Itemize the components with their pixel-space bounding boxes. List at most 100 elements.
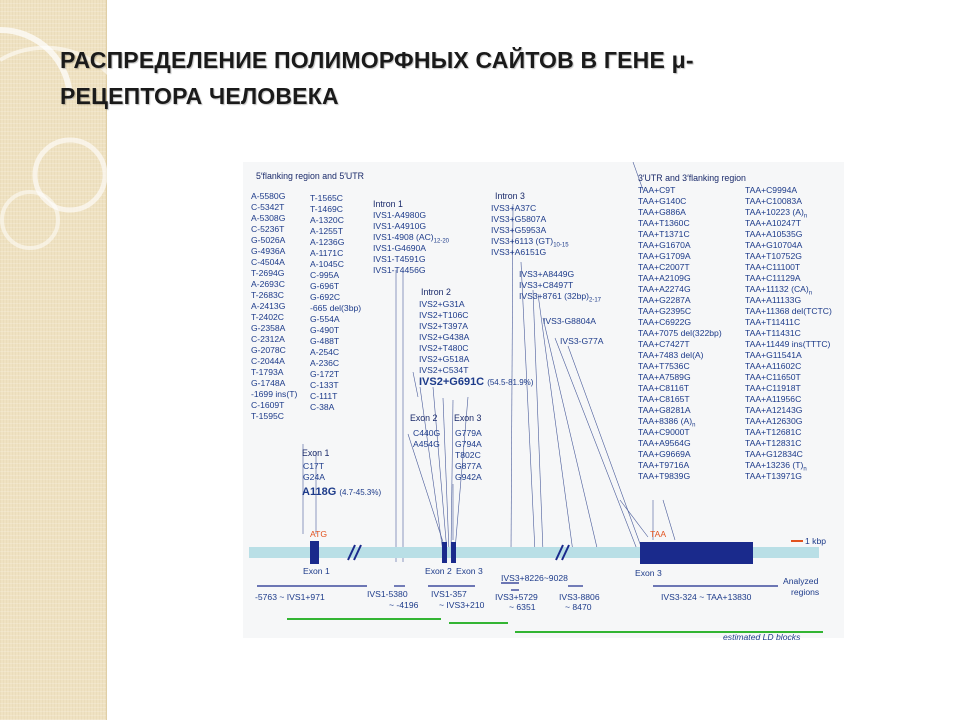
exon1-label: Exon 1 bbox=[302, 448, 330, 458]
snp-item: IVS2+G438A bbox=[419, 332, 470, 342]
snp-item: TAA+13236 (T)n bbox=[745, 460, 807, 473]
snp-item: TAA+8386 (A)n bbox=[638, 416, 696, 429]
snp-item: IVS3+G5807A bbox=[491, 214, 547, 224]
snp-item: G877A bbox=[455, 461, 482, 471]
snp-item: TAA+G11541A bbox=[745, 350, 802, 360]
snp-item: A454G bbox=[413, 439, 440, 449]
snp-item: TAA+A12630G bbox=[745, 416, 803, 426]
snp-item: TAA+T11431C bbox=[745, 328, 801, 338]
snp-item: TAA+G2395C bbox=[638, 306, 692, 316]
snp-item: C-38A bbox=[310, 402, 335, 412]
snp-item: A-2413G bbox=[251, 301, 286, 311]
snp-item: G794A bbox=[455, 439, 482, 449]
snp-item: A-5580G bbox=[251, 191, 286, 201]
snp-item: TAA+T7536C bbox=[638, 361, 690, 371]
snp-item: G-4936A bbox=[251, 246, 286, 256]
exon-2-block bbox=[442, 542, 447, 563]
snp-item: TAA+T13971G bbox=[745, 471, 802, 481]
region-label-6a: IVS3-8806 bbox=[559, 592, 600, 602]
snp-item: G-554A bbox=[310, 314, 340, 324]
snp-item: A-2693C bbox=[251, 279, 285, 289]
snp-item: T-1469C bbox=[310, 204, 343, 214]
exon1-major-label: A118G bbox=[302, 486, 337, 498]
snp-item: TAA+C9000T bbox=[638, 427, 690, 437]
snp-item: TAA+A10535G bbox=[745, 229, 803, 239]
snp-item: T-2683C bbox=[251, 290, 284, 300]
snp-item: IVS1-T4591G bbox=[373, 254, 426, 264]
snp-item: T-1595C bbox=[251, 411, 284, 421]
snp-item: G-692C bbox=[310, 292, 341, 302]
snp-item-subscript: 2-17 bbox=[589, 297, 602, 304]
snp-item: C-2044A bbox=[251, 356, 285, 366]
snp-item: IVS2+G518A bbox=[419, 354, 470, 364]
snp-item: G-490T bbox=[310, 325, 340, 335]
snp-item: TAA+G1709A bbox=[638, 251, 691, 261]
snp-item: TAA+C8165T bbox=[638, 394, 690, 404]
snp-item: TAA+A10247T bbox=[745, 218, 801, 228]
snp-item: TAA+T1371C bbox=[638, 229, 690, 239]
title-line-1: РАСПРЕДЕЛЕНИЕ ПОЛИМОРФНЫХ САЙТОВ В ГЕНЕ … bbox=[60, 47, 694, 73]
gene-diagram-graphics bbox=[249, 162, 823, 633]
analyzed-label-1: Analyzed bbox=[783, 576, 819, 586]
snp-item: TAA+G2287A bbox=[638, 295, 691, 305]
snp-item: -1699 ins(T) bbox=[251, 389, 298, 399]
exon1-major-snp: A118G (4.7-45.3%) bbox=[302, 486, 381, 498]
snp-item: IVS3+8761 (32bp)2-17 bbox=[519, 291, 602, 304]
intron1-label: Intron 1 bbox=[373, 199, 403, 209]
snp-item: TAA+T10752G bbox=[745, 251, 802, 261]
snp-item: TAA+A11133G bbox=[745, 295, 802, 305]
snp-item: G-696T bbox=[310, 281, 340, 291]
region-label-4: IVS3+8226~9028 bbox=[501, 573, 568, 583]
analyzed-region-lines bbox=[257, 582, 778, 591]
snp-item: TAA+G886A bbox=[638, 207, 686, 217]
region-label-2a: IVS1-5380 bbox=[367, 589, 408, 599]
region-label-1: -5763 ~ IVS1+971 bbox=[255, 592, 325, 602]
snp-item: TAA+A7589G bbox=[638, 372, 691, 382]
intron2-major-label: IVS2+G691C bbox=[419, 376, 485, 388]
exon3b-gene-label: Exon 3 bbox=[635, 568, 662, 578]
snp-item: IVS3+6113 (GT)10-15 bbox=[491, 236, 569, 249]
snp-item: TAA+7483 del(A) bbox=[638, 350, 704, 360]
snp-item: TAA+A9564G bbox=[638, 438, 691, 448]
snp-item: G-488T bbox=[310, 336, 340, 346]
snp-item: TAA+A12143G bbox=[745, 405, 803, 415]
snp-item: IVS3+C8497T bbox=[519, 280, 574, 290]
snp-item: T-2694G bbox=[251, 268, 285, 278]
snp-item: IVS3+A6151G bbox=[491, 247, 547, 257]
snp-item-subscript: 10-15 bbox=[553, 242, 569, 249]
atg-label: ATG bbox=[310, 529, 328, 539]
snp-item: TAA+C11100T bbox=[745, 262, 801, 272]
snp-item: IVS2+C534T bbox=[419, 365, 469, 375]
snp-item: C-995A bbox=[310, 270, 340, 280]
snp-item: IVS3+A8449G bbox=[519, 269, 575, 279]
snp-item: TAA+A11602C bbox=[745, 361, 802, 371]
snp-item: TAA+7075 del(322bp) bbox=[638, 328, 722, 338]
taa-label: TAA bbox=[650, 529, 667, 539]
exon1-gene-label: Exon 1 bbox=[303, 566, 330, 576]
title-line-2: РЕЦЕПТОРА ЧЕЛОВЕКА bbox=[60, 83, 339, 109]
snp-item-subscript: n bbox=[692, 422, 696, 429]
snp-item: T802C bbox=[455, 450, 481, 460]
exon-1-block bbox=[310, 541, 319, 564]
region-label-5b: ~ 6351 bbox=[509, 602, 536, 612]
snp-item: IVS2+T397A bbox=[419, 321, 468, 331]
intron3-snp-g77a: IVS3-G77A bbox=[560, 336, 604, 346]
intron3-snp-g8804a: IVS3-G8804A bbox=[543, 316, 597, 326]
region-label-3b: ~ IVS3+210 bbox=[439, 600, 485, 610]
snp-item: G779A bbox=[455, 428, 482, 438]
snp-item: A-1255T bbox=[310, 226, 343, 236]
snp-item: TAA+C9T bbox=[638, 185, 676, 195]
snp-item: A-236C bbox=[310, 358, 340, 368]
snp-item: A-1236G bbox=[310, 237, 345, 247]
scale-label: 1 kbp bbox=[805, 536, 827, 546]
snp-item-subscript: n bbox=[803, 466, 807, 473]
snp-item: TAA+C8116T bbox=[638, 383, 690, 393]
exon3-label: Exon 3 bbox=[454, 413, 482, 423]
snp-item: IVS1-4908 (AC)12-20 bbox=[373, 232, 450, 245]
intron2-major-snp: IVS2+G691C (54.5-81.9%) bbox=[419, 376, 533, 388]
